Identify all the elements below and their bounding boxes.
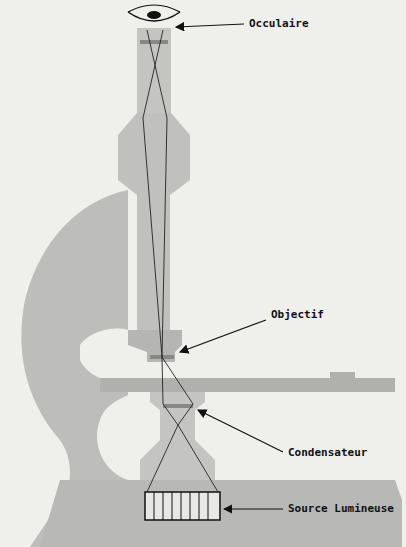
light-rays [143, 30, 218, 492]
eyepiece-lens [140, 40, 168, 44]
light-source [145, 492, 220, 520]
light-source-lines [154, 492, 208, 520]
part-label: Objectif [270, 308, 325, 321]
part-label: Condensateur [287, 446, 368, 459]
objective [128, 330, 182, 362]
arm-opening [80, 329, 128, 385]
eye-outline [128, 12, 180, 21]
condenser-housing [140, 392, 215, 485]
eye-lid [128, 5, 180, 12]
stage [100, 372, 395, 392]
body-tube [118, 113, 190, 330]
microscope-base [40, 480, 402, 547]
leader-lines [176, 24, 283, 509]
part-label: Occulaire [248, 17, 310, 30]
eye-pupil [147, 11, 161, 19]
condenser-lens [163, 404, 193, 408]
part-label: Source Lumineuse [287, 502, 395, 515]
